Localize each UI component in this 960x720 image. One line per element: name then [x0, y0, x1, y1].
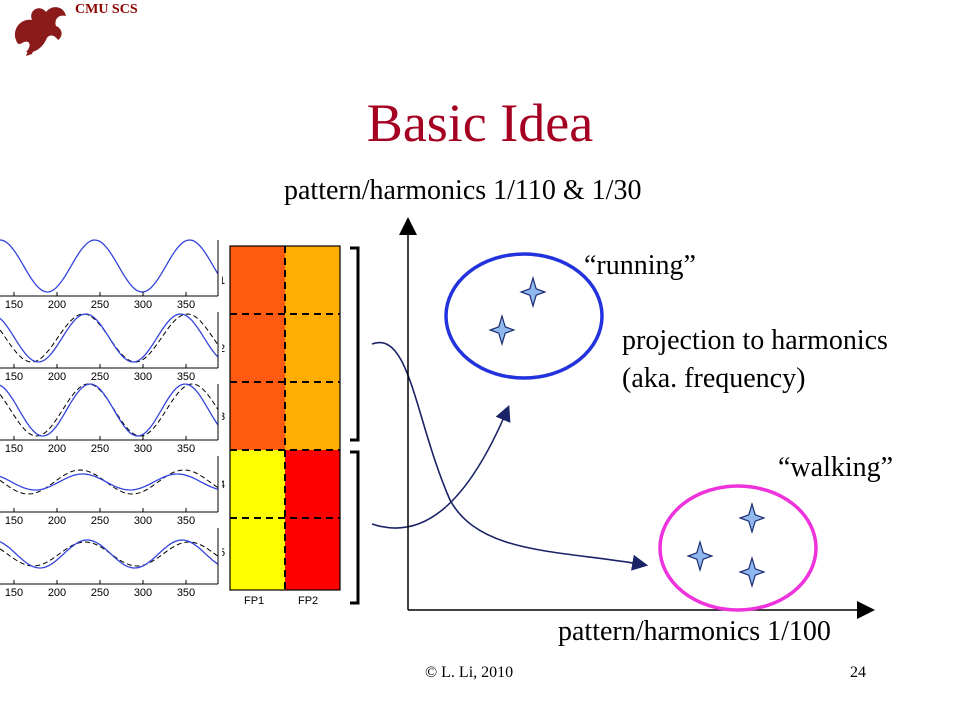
waveform-line: [0, 313, 219, 363]
data-point-star-icon: [488, 313, 516, 347]
waveform-tick-label: 300: [134, 443, 152, 455]
waveform-tick-label: 350: [177, 587, 195, 599]
waveform-tick-label: 200: [48, 443, 66, 455]
footer-credit: © L. Li, 2010: [425, 664, 514, 681]
waveform-panel: 150 200 250 300 350: [0, 456, 219, 527]
waveform-tick-label: 150: [5, 587, 23, 599]
waveform-tick-label: 200: [48, 587, 66, 599]
heatmap-cell-g1-fp1: [230, 246, 285, 450]
bracket-walking: [350, 450, 360, 605]
data-point-star-icon: [738, 501, 766, 535]
page-number: 24: [850, 664, 866, 681]
waveform-tick-label: 200: [48, 299, 66, 311]
heatmap-row-label: 3: [222, 411, 225, 423]
heatmap-col-label: FP2: [298, 595, 318, 607]
waveform-tick-label: 300: [134, 587, 152, 599]
waveform-tick-label: 350: [177, 299, 195, 311]
data-point-star-icon: [686, 539, 714, 573]
heatmap-row-label: 5: [222, 547, 225, 559]
waveform-line: [0, 239, 219, 293]
waveform-tick-label: 200: [48, 371, 66, 383]
annotation-line: projection to harmonics: [622, 325, 888, 356]
waveform-tick-label: 250: [91, 443, 109, 455]
arrow-to-running: [371, 405, 511, 529]
waveform-tick-label: 250: [91, 515, 109, 527]
y-axis-label: pattern/harmonics 1/110 & 1/30: [284, 175, 642, 206]
dragon-logo-icon: [14, 7, 67, 56]
waveform-line: [0, 383, 219, 437]
heatmap-col-label: FP1: [244, 595, 264, 607]
waveform-tick-label: 150: [5, 443, 23, 455]
waveform-line: [0, 539, 219, 569]
heatmap: 1 2 3 4 5 FP1 FP2: [222, 245, 341, 607]
waveform-tick-label: 300: [134, 299, 152, 311]
heatmap-cell-g2-fp1: [230, 450, 285, 590]
waveform-tick-label: 150: [5, 299, 23, 311]
org-label: CMU SCS: [75, 2, 138, 17]
waveform-panel: 150 200 250 300 350: [0, 312, 219, 383]
waveform-tick-label: 350: [177, 443, 195, 455]
heatmap-row-label: 4: [222, 479, 225, 491]
running-label: “running”: [584, 250, 696, 281]
waveform-tick-label: 150: [5, 515, 23, 527]
waveform-tick-label: 250: [91, 299, 109, 311]
slide-title: Basic Idea: [366, 93, 594, 153]
waveform-tick-label: 250: [91, 371, 109, 383]
annotation-line: (aka. frequency): [622, 363, 806, 394]
data-point-star-icon: [519, 275, 547, 309]
waveform-panel: 150 200 250 300 350: [0, 239, 219, 311]
waveform-panel: 150 200 250 300 350: [0, 528, 219, 599]
walking-label: “walking”: [778, 452, 894, 483]
waveform-panel: 150 200 250 300 350: [0, 383, 219, 455]
waveform-tick-label: 350: [177, 515, 195, 527]
arrow-to-walking: [371, 341, 649, 571]
waveform-tick-label: 200: [48, 515, 66, 527]
waveform-tick-label: 300: [134, 371, 152, 383]
projection-annotation: projection to harmonics (aka. frequency): [622, 322, 888, 398]
heatmap-row-label: 2: [222, 343, 225, 355]
x-axis-label: pattern/harmonics 1/100: [558, 616, 831, 647]
walking-cluster: [658, 484, 818, 612]
waveform-panels: 150 200 250 300 350 150 200 250 300 350 150 200 250 3…: [0, 239, 219, 599]
heatmap-cell-g1-fp2: [285, 246, 340, 450]
heatmap-cell-g2-fp2: [285, 450, 340, 590]
waveform-line: [0, 473, 219, 491]
bracket-running: [350, 246, 360, 442]
waveform-tick-label: 300: [134, 515, 152, 527]
waveform-tick-label: 150: [5, 371, 23, 383]
heatmap-row-label: 1: [222, 275, 225, 287]
waveform-tick-label: 350: [177, 371, 195, 383]
data-point-star-icon: [738, 555, 766, 589]
waveform-tick-label: 250: [91, 587, 109, 599]
running-cluster: [444, 252, 604, 380]
